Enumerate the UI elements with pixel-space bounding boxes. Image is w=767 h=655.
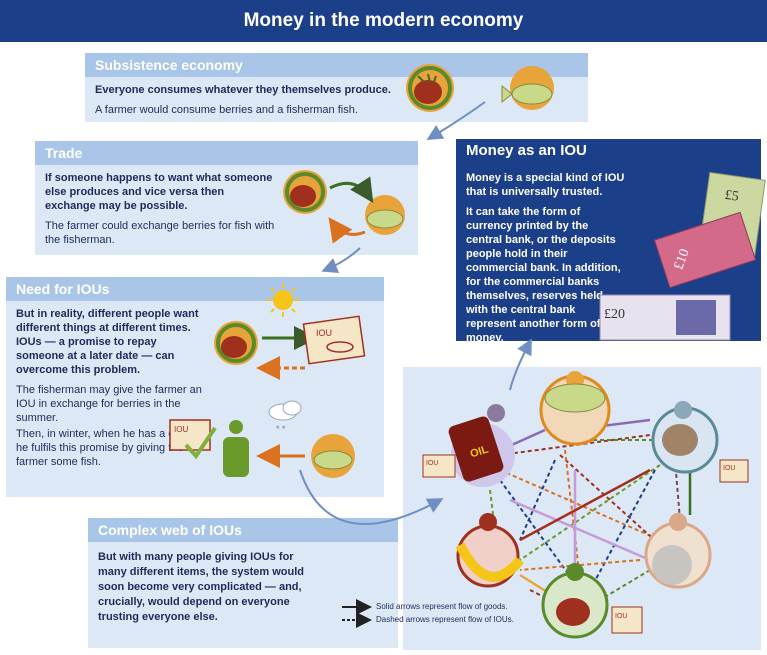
winter-fish-icon [311,434,355,478]
web-node-chicken [651,401,719,474]
need-iou-panel: Need for IOUs But in reality, different … [6,277,384,497]
legend-dashed-text: Dashed arrows represent flow of IOUs. [376,615,514,624]
web-node-oil [448,404,515,487]
note-ten-label: £10 [671,247,692,272]
web-iou-note-1 [422,454,456,478]
web-iou-note-2 [719,459,749,483]
summer-berries-icon [214,321,258,365]
title-bar: Money in the modern economy [0,0,767,44]
goods-arrow-fish [328,217,366,244]
subsistence-heading: Subsistence economy [85,53,588,77]
oil-label: OIL [469,443,490,460]
web-iou-label-3: IOU [615,613,627,620]
trade-heading: Trade [35,141,418,165]
web-node-banana [455,513,524,588]
flow-arrow-2 [321,247,361,273]
legend-solid-text: Solid arrows represent flow of goods. [376,602,508,611]
banknotes-illustration [599,171,766,341]
title-band [0,0,767,42]
iou-web-text: But with many people giving IOUs for man… [98,550,308,631]
need-iou-p1: But in reality, different people want di… [16,308,199,376]
web-node-fish [539,371,611,446]
farmer-berries-icon [406,64,454,112]
note-twenty-label: £20 [604,307,625,322]
web-iou-label-2: IOU [723,465,735,472]
web-iou-note-3 [611,606,643,634]
need-iou-text: But in reality, different people want di… [16,307,206,475]
goods-arrow-berries [329,176,374,204]
iou-check-label: IOU [174,425,188,434]
iou-web-panel: Complex web of IOUs But with many people… [88,518,398,648]
money-iou-p2: It can take the form of currency printed… [466,206,621,344]
fisherman-fish-icon [501,66,554,110]
flow-arrow-4 [509,338,532,391]
money-iou-heading: Money as an IOU [456,139,761,163]
subsistence-line2: A farmer would consume berries and a fis… [95,104,358,116]
iou-web-heading: Complex web of IOUs [88,518,398,542]
flow-arrow-1 [426,101,486,141]
iou-check-icon [169,419,217,460]
money-iou-p1: Money is a special kind of IOU that is u… [466,172,625,198]
need-iou-heading: Need for IOUs [6,277,384,301]
iou-web-p1: But with many people giving IOUs for man… [98,551,304,623]
page-title: Money in the modern economy [243,10,524,31]
flow-arrow-3 [299,469,444,525]
subsistence-line1: Everyone consumes whatever they themselv… [95,84,391,96]
trade-fish-icon [365,195,405,235]
web-node-berries [541,563,609,639]
trade-p1: If someone happens to want what someone … [45,172,273,212]
need-iou-p2: The fisherman may give the farmer an IOU… [16,384,202,424]
trade-berries-icon [283,170,327,214]
trade-p2: The farmer could exchange berries for fi… [45,220,275,246]
web-iou-label-1: IOU [426,460,438,467]
iou-note-fish-icon [302,315,366,365]
svg-text:* *: * * [276,424,286,434]
iou-note-label: IOU [316,328,332,338]
winter-farmer-icon [223,420,249,477]
subsistence-text: Everyone consumes whatever they themselv… [95,83,415,123]
web-node-wool [644,513,712,589]
cloud-snow-icon: * * [268,400,302,434]
sun-icon [266,283,300,317]
note-five-label: £5 [724,188,740,205]
need-iou-p3: Then, in winter, when he has a catch, he… [16,428,198,468]
trade-text: If someone happens to want what someone … [45,171,277,253]
money-iou-text: Money is a special kind of IOU that is u… [466,171,626,351]
